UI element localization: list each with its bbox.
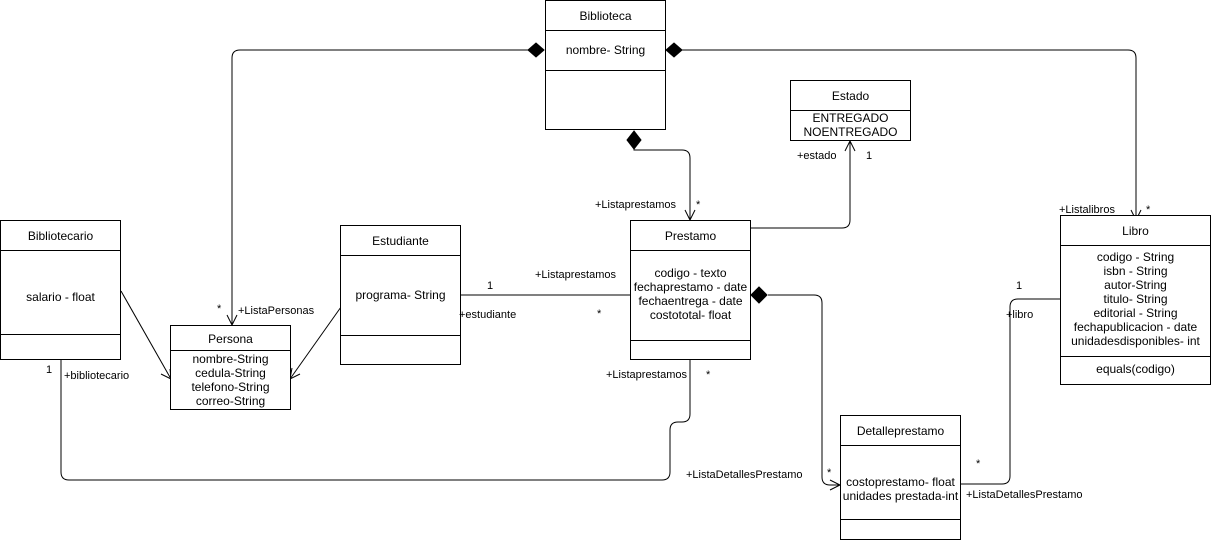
multiplicity-label: 1 bbox=[1016, 280, 1022, 292]
attribute: correo-String bbox=[196, 394, 265, 408]
class-bibliotecario[interactable]: Bibliotecario salario - float bbox=[0, 220, 121, 360]
bibliotecario-prestamo-line bbox=[60, 360, 691, 481]
prestamo-estado-line bbox=[750, 142, 851, 229]
enum-value: ENTREGADO bbox=[812, 111, 888, 125]
multiplicity-label: 1 bbox=[46, 364, 52, 376]
class-libro[interactable]: Libro codigo - String isbn - String auto… bbox=[1060, 215, 1211, 385]
class-estudiante[interactable]: Estudiante programa- String bbox=[340, 225, 461, 365]
class-prestamo[interactable]: Prestamo codigo - texto fechaprestamo - … bbox=[630, 220, 751, 360]
method: equals(codigo) bbox=[1096, 362, 1175, 376]
attribute: salario - float bbox=[26, 290, 95, 304]
attribute: costoprestamo- float bbox=[846, 475, 955, 489]
attribute: costototal- float bbox=[650, 308, 732, 322]
attribute: codigo - String bbox=[1097, 250, 1174, 264]
role-label: +bibliotecario bbox=[64, 370, 129, 382]
role-label: +Listaprestamos bbox=[595, 199, 677, 211]
class-biblioteca[interactable]: Biblioteca nombre- String bbox=[545, 0, 666, 130]
role-label: +libro bbox=[1006, 309, 1033, 321]
class-name: Estudiante bbox=[372, 234, 429, 248]
estudiante-persona-line bbox=[289, 306, 342, 380]
class-estado[interactable]: Estado ENTREGADO NOENTREGADO bbox=[790, 80, 911, 141]
biblioteca-persona-line bbox=[231, 49, 528, 324]
attribute: isbn - String bbox=[1103, 264, 1167, 278]
attribute: autor-String bbox=[1104, 278, 1167, 292]
biblioteca-libro-line bbox=[682, 49, 1137, 219]
class-name: Estado bbox=[832, 89, 870, 103]
role-label: +Listalibros bbox=[1059, 204, 1115, 216]
multiplicity-label: 1 bbox=[487, 280, 493, 292]
attribute: cedula-String bbox=[195, 366, 266, 380]
role-label: +Listaprestamos bbox=[606, 369, 688, 381]
class-name: Detalleprestamo bbox=[857, 424, 945, 438]
class-name: Prestamo bbox=[665, 229, 717, 243]
role-label: +ListaPersonas bbox=[238, 305, 315, 317]
composition-diamond-libro bbox=[665, 42, 683, 58]
class-name: Biblioteca bbox=[579, 9, 631, 23]
role-label: +ListaDetallesPrestamo bbox=[686, 469, 802, 481]
class-name: Persona bbox=[208, 332, 253, 346]
role-label: +estudiante bbox=[459, 309, 516, 321]
multiplicity-label: * bbox=[217, 303, 222, 315]
attribute: editorial - String bbox=[1093, 306, 1177, 320]
detalle-libro-line bbox=[961, 298, 1060, 485]
attribute: fechapublicacion - date bbox=[1074, 320, 1198, 334]
multiplicity-label: * bbox=[1146, 204, 1151, 216]
attribute: unidadesdisponibles- int bbox=[1071, 334, 1200, 348]
multiplicity-label: * bbox=[597, 308, 602, 320]
role-label: +estado bbox=[797, 150, 836, 162]
attribute: unidades prestada-int bbox=[843, 489, 959, 503]
attribute: codigo - texto bbox=[654, 266, 726, 280]
bibliotecario-persona-line bbox=[120, 290, 172, 380]
multiplicity-label: * bbox=[706, 369, 711, 381]
class-name: Libro bbox=[1122, 224, 1149, 238]
attribute: titulo- String bbox=[1103, 292, 1167, 306]
attribute: fechaentrega - date bbox=[638, 294, 742, 308]
attribute: telefono-String bbox=[191, 380, 269, 394]
class-detalleprestamo[interactable]: Detalleprestamo costoprestamo- float uni… bbox=[840, 415, 961, 540]
role-label: +Listaprestamos bbox=[535, 269, 617, 281]
attribute: fechaprestamo - date bbox=[634, 280, 748, 294]
multiplicity-label: * bbox=[696, 199, 701, 211]
class-persona[interactable]: Persona nombre-String cedula-String tele… bbox=[170, 325, 291, 410]
attribute: nombre-String bbox=[192, 352, 268, 366]
composition-diamond-persona bbox=[527, 42, 545, 58]
biblioteca-prestamo-line bbox=[633, 148, 691, 219]
enum-value: NOENTREGADO bbox=[803, 125, 897, 139]
multiplicity-label: * bbox=[976, 458, 981, 470]
class-name: Bibliotecario bbox=[28, 229, 94, 243]
role-label: +ListaDetallesPrestamo bbox=[966, 489, 1082, 501]
attribute: programa- String bbox=[355, 288, 445, 302]
prestamo-detalle-line bbox=[768, 294, 840, 486]
composition-diamond-prestamo bbox=[626, 130, 642, 150]
multiplicity-label: 1 bbox=[866, 150, 872, 162]
composition-diamond-detalle bbox=[750, 286, 768, 304]
attribute: nombre- String bbox=[566, 43, 645, 57]
multiplicity-label: * bbox=[827, 467, 832, 479]
